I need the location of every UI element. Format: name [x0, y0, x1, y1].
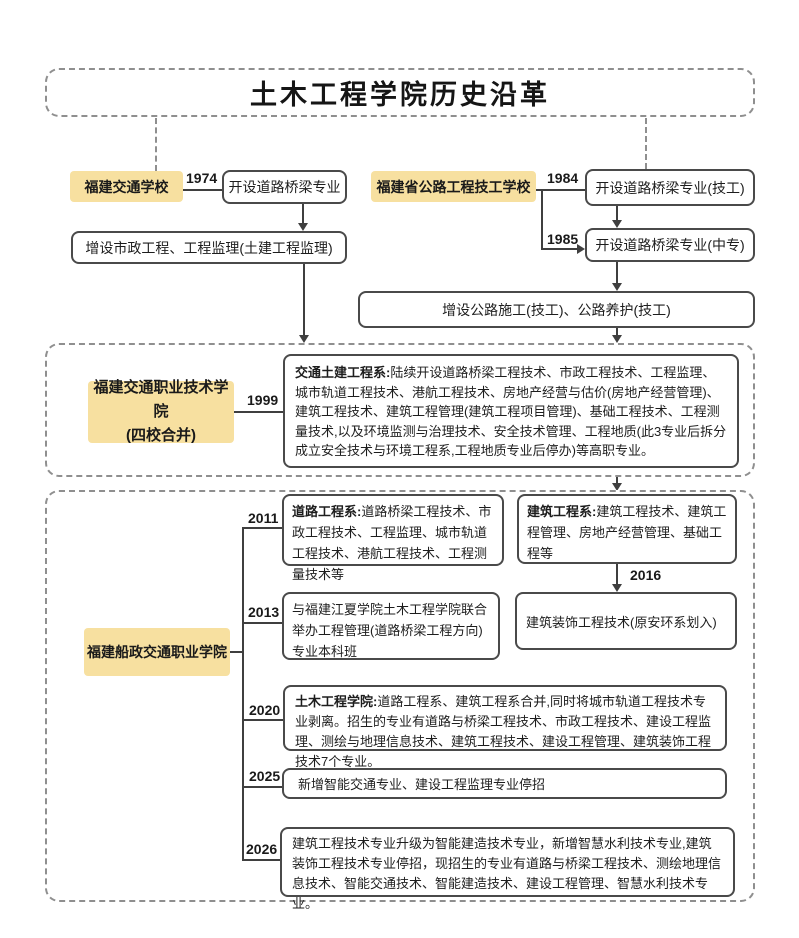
- event-2026-box: 建筑工程技术专业升级为智能建造技术专业，新增智慧水利技术专业,建筑装饰工程技术专…: [280, 827, 735, 911]
- title-drop-line-right: [645, 118, 647, 169]
- connector-1985-hline: [541, 248, 577, 250]
- connector-1999-line: [234, 411, 283, 413]
- arrow-head-2016: [612, 584, 622, 592]
- event-municipal-box: 增设市政工程、工程监理(土建工程监理): [71, 231, 347, 264]
- arrow-line-right-1: [616, 206, 618, 220]
- year-1999-label: 1999: [247, 392, 279, 408]
- arch-dept-box: 建筑工程系:建筑工程技术、建筑工程管理、房地产经营管理、基础工程等: [517, 494, 737, 564]
- school-fujian-jiaotong-label: 福建交通学校: [84, 178, 169, 195]
- connector-1984-line: [536, 189, 585, 191]
- connector-1985-vline: [541, 189, 543, 250]
- road-dept-box: 道路工程系:道路桥梁工程技术、市政工程技术、工程监理、城市轨道工程技术、港航工程…: [282, 494, 504, 582]
- branch-2025-line: [242, 786, 282, 788]
- year-1984-label: 1984: [547, 170, 579, 186]
- event-jigong-box: 开设道路桥梁专业(技工): [585, 169, 755, 206]
- deco-tech-box: 建筑装饰工程技术(原安环系划入): [515, 592, 737, 650]
- event-municipal-label: 增设市政工程、工程监理(土建工程监理): [85, 239, 333, 256]
- dept-transport-civil-lead: 交通土建工程系:: [295, 365, 391, 380]
- year-2016-label: 2016: [630, 567, 662, 583]
- arrow-head-1985: [577, 244, 585, 254]
- title-drop-line-left: [155, 118, 157, 171]
- branch-2026-line: [242, 859, 280, 861]
- school-jiaotong-vocational-note: (四校合并): [126, 427, 196, 444]
- year-2020-label: 2020: [249, 702, 281, 718]
- deco-tech-label: 建筑装饰工程技术(原安环系划入): [526, 614, 717, 630]
- arch-dept-lead: 建筑工程系:: [527, 504, 597, 519]
- event-jigong-label: 开设道路桥梁专业(技工): [595, 179, 745, 196]
- road-dept-text: 道路桥梁工程技术、市政工程技术、工程监理、城市轨道工程技术、港航工程技术、工程测…: [292, 504, 492, 582]
- arrow-line-left-1: [302, 204, 304, 223]
- arrow-head-left-2: [299, 335, 309, 343]
- year-2026-label: 2026: [246, 841, 278, 857]
- joint-program-text: 与福建江夏学院土木工程学院联合举办工程管理(道路桥梁工程方向)专业本科班: [292, 602, 488, 659]
- arrow-line-stage-gap: [616, 477, 618, 483]
- arrow-line-left-2: [303, 264, 305, 335]
- arrow-head-left-1: [298, 223, 308, 231]
- year-2011-label: 2011: [248, 510, 279, 526]
- event-road-bridge-box: 开设道路桥梁专业: [222, 170, 347, 204]
- timeline-spine: [242, 528, 244, 860]
- arrow-line-right-2: [616, 262, 618, 283]
- event-road-bridge-label: 开设道路桥梁专业: [228, 179, 341, 195]
- year-1985-label: 1985: [547, 231, 579, 247]
- arrow-head-right-2: [612, 283, 622, 291]
- school-chuanzheng-box: 福建船政交通职业学院: [84, 628, 230, 676]
- event-zhongzhuan-label: 开设道路桥梁专业(中专): [595, 237, 745, 253]
- arch-dept-text: 建筑工程技术、建筑工程管理、房地产经营管理、基础工程等: [527, 504, 727, 561]
- school-jiaotong-vocational-box: 福建交通职业技术学院 (四校合并): [88, 379, 234, 444]
- joint-program-box: 与福建江夏学院土木工程学院联合举办工程管理(道路桥梁工程方向)专业本科班: [282, 592, 500, 660]
- school-highway-tech-label: 福建省公路工程技工学校: [376, 178, 531, 195]
- event-2025-label: 新增智能交通专业、建设工程监理专业停招: [298, 777, 546, 792]
- event-2025-box: 新增智能交通专业、建设工程监理专业停招: [282, 768, 727, 799]
- event-highway-construction-box: 增设公路施工(技工)、公路养护(技工): [358, 291, 755, 328]
- school-fujian-jiaotong-box: 福建交通学校: [70, 171, 183, 202]
- title-container: 土木工程学院历史沿革: [45, 68, 755, 117]
- branch-2011-line: [242, 527, 282, 529]
- dept-transport-civil-text: 陆续开设道路桥梁工程技术、市政工程技术、工程监理、城市轨道工程技术、港航工程技术…: [295, 365, 727, 458]
- connector-1974-line: [183, 189, 222, 191]
- school-chuanzheng-label: 福建船政交通职业学院: [87, 644, 227, 660]
- arrow-head-stage-gap: [612, 483, 622, 491]
- dept-transport-civil-box: 交通土建工程系:陆续开设道路桥梁工程技术、市政工程技术、工程监理、城市轨道工程技…: [283, 354, 739, 468]
- merge-lead: 土木工程学院:: [295, 694, 378, 709]
- school-highway-tech-box: 福建省公路工程技工学校: [371, 171, 536, 202]
- branch-2020-line: [242, 719, 283, 721]
- year-2013-label: 2013: [248, 604, 280, 620]
- school-jiaotong-vocational-label: 福建交通职业技术学院: [93, 379, 229, 420]
- page-title: 土木工程学院历史沿革: [250, 80, 550, 110]
- arrow-head-right-1: [612, 220, 622, 228]
- road-dept-lead: 道路工程系:: [292, 504, 362, 519]
- event-highway-construction-label: 增设公路施工(技工)、公路养护(技工): [442, 301, 671, 318]
- merge-text: 道路工程系、建筑工程系合并,同时将城市轨道工程技术专业剥离。招生的专业有道路与桥…: [295, 694, 712, 769]
- event-zhongzhuan-box: 开设道路桥梁专业(中专): [585, 228, 755, 262]
- arrow-line-2016: [616, 564, 618, 584]
- connector-school4-line: [230, 651, 242, 653]
- event-2026-label: 建筑工程技术专业升级为智能建造技术专业，新增智慧水利技术专业,建筑装饰工程技术专…: [292, 836, 722, 911]
- year-2025-label: 2025: [249, 768, 281, 784]
- arrow-line-right-3: [616, 328, 618, 335]
- year-1974-label: 1974: [186, 170, 218, 186]
- branch-2013-line: [242, 622, 282, 624]
- arrow-head-right-3: [612, 335, 622, 343]
- merge-box: 土木工程学院:道路工程系、建筑工程系合并,同时将城市轨道工程技术专业剥离。招生的…: [283, 685, 727, 769]
